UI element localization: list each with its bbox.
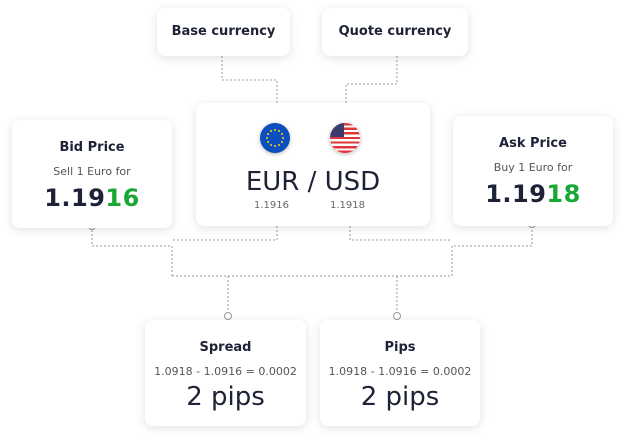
spread-value: 2 pips (186, 382, 265, 412)
pair-bid: 1.1916 (254, 200, 289, 211)
bid-sub: Sell 1 Euro for (53, 165, 131, 178)
bid-price-pips: 16 (105, 184, 140, 212)
us-flag-icon (330, 123, 360, 153)
eu-flag-icon (260, 123, 290, 153)
base-currency-text: Base currency (171, 24, 276, 39)
ask-price-pips: 18 (546, 180, 581, 208)
bid-price-main: 1.19 (44, 184, 106, 212)
pips-value: 2 pips (360, 382, 440, 412)
pair-label: EUR / USD (245, 167, 381, 197)
bid-price: 1.1916 (12, 184, 172, 212)
ask-price-main: 1.19 (485, 180, 547, 208)
pips-formula: 1.0918 - 1.0916 = 0.0002 (328, 365, 472, 378)
quote-currency-label: Quote currency (322, 8, 468, 56)
quote-currency-text: Quote currency (338, 24, 452, 39)
bid-title: Bid Price (59, 140, 125, 155)
base-currency-label: Base currency (157, 8, 290, 56)
ask-sub: Buy 1 Euro for (493, 161, 573, 174)
bid-price-card: Bid Price Sell 1 Euro for 1.1916 (12, 120, 172, 228)
ask-price-card: Ask Price Buy 1 Euro for 1.1918 (453, 116, 613, 226)
spread-card: Spread 1.0918 - 1.0916 = 0.0002 2 pips (145, 320, 306, 426)
spread-title: Spread (199, 340, 252, 355)
pair-ask: 1.1918 (330, 200, 365, 211)
spread-formula: 1.0918 - 1.0916 = 0.0002 (154, 365, 297, 378)
ask-title: Ask Price (499, 136, 567, 151)
pips-card: Pips 1.0918 - 1.0916 = 0.0002 2 pips (320, 320, 480, 426)
ask-price: 1.1918 (453, 180, 613, 208)
pips-title: Pips (384, 340, 416, 355)
currency-pair-card: EUR / USD 1.1916 1.1918 (196, 103, 430, 226)
